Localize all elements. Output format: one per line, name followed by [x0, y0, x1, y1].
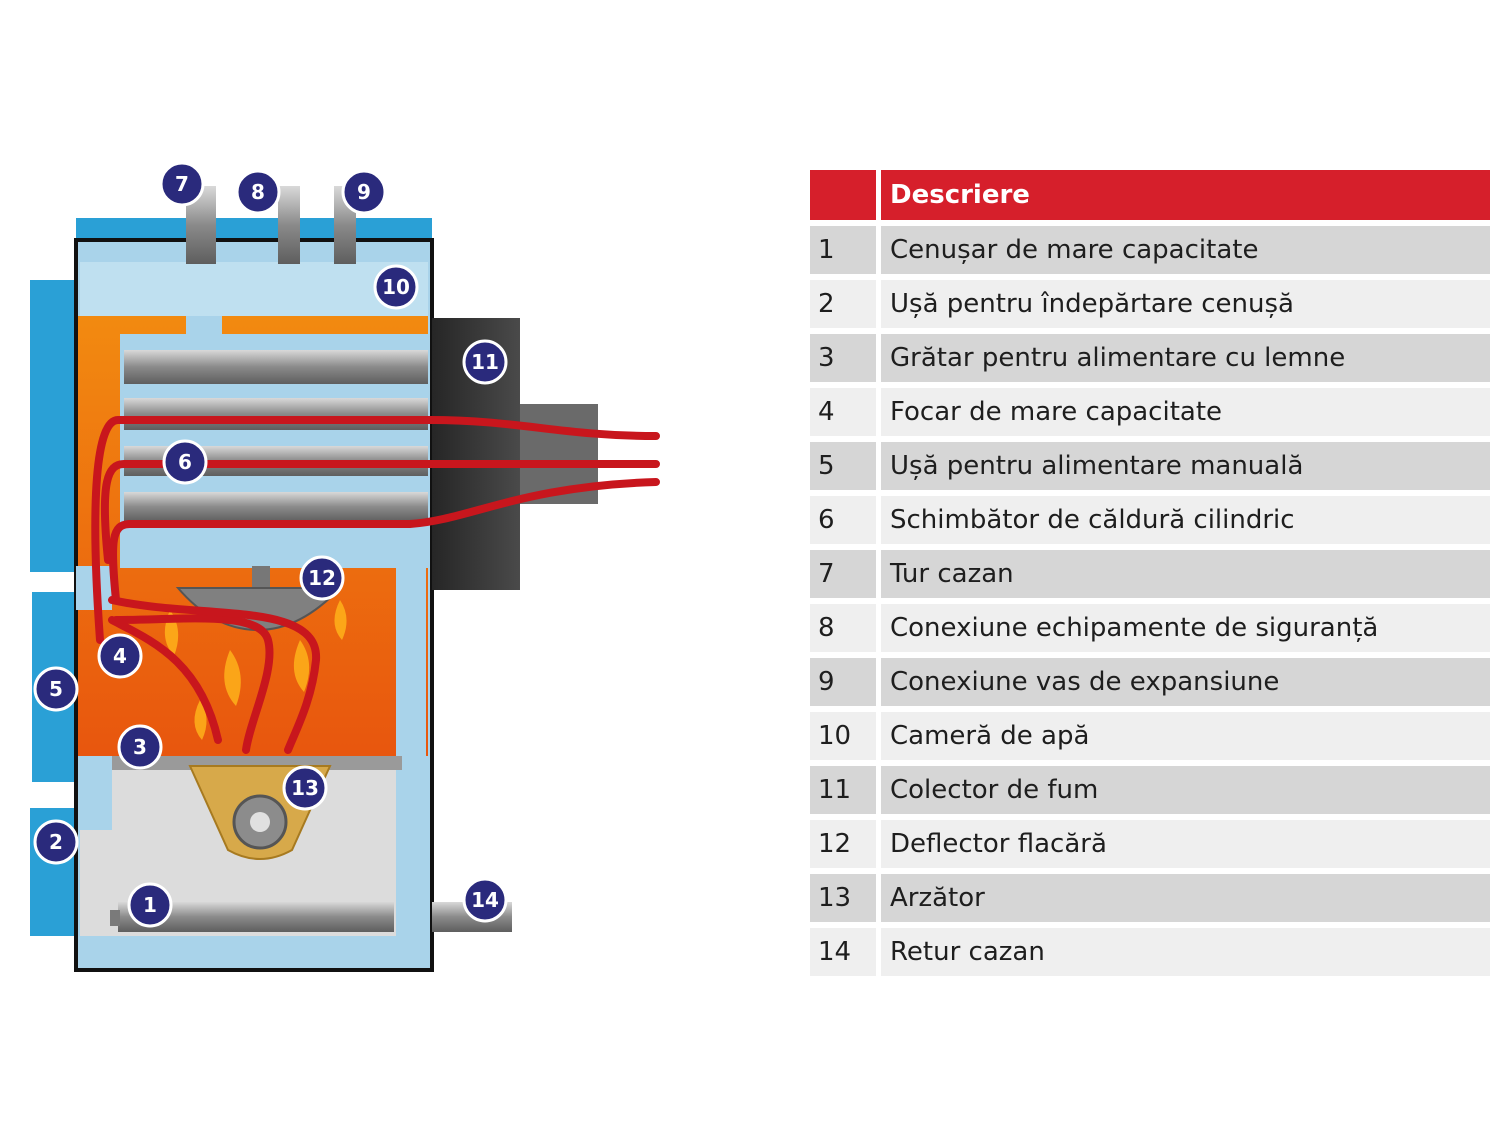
badge-11: 11	[462, 339, 508, 385]
badge-10: 10	[373, 264, 419, 310]
badge-4-label: 4	[113, 644, 127, 668]
legend-row-description: Retur cazan	[881, 928, 1490, 976]
legend-row-number: 1	[810, 226, 876, 274]
legend-row-number: 2	[810, 280, 876, 328]
badge-9: 9	[341, 169, 387, 215]
legend-row-description: Cenușar de mare capacitate	[881, 226, 1490, 274]
heat-exchanger-tubes	[124, 350, 428, 522]
legend-row-number: 10	[810, 712, 876, 760]
badge-4: 4	[97, 633, 143, 679]
badge-14-label: 14	[471, 888, 499, 912]
badge-3-label: 3	[133, 735, 147, 759]
badge-13: 13	[282, 765, 328, 811]
badge-8: 8	[235, 169, 281, 215]
badge-7-label: 7	[175, 172, 189, 196]
badge-14: 14	[462, 877, 508, 923]
badge-2-label: 2	[49, 830, 63, 854]
badge-9-label: 9	[357, 180, 371, 204]
badge-1-label: 1	[143, 893, 157, 917]
legend-header-num	[810, 170, 876, 220]
badge-11-label: 11	[471, 350, 499, 374]
legend-row-number: 7	[810, 550, 876, 598]
smoke-collector	[432, 318, 598, 590]
badge-3: 3	[117, 724, 163, 770]
legend-row-number: 4	[810, 388, 876, 436]
legend-row-number: 9	[810, 658, 876, 706]
badge-5: 5	[33, 666, 79, 712]
legend-row-description: Conexiune echipamente de siguranță	[881, 604, 1490, 652]
water-chamber	[80, 262, 428, 318]
legend-row-number: 5	[810, 442, 876, 490]
badge-6: 6	[162, 439, 208, 485]
legend-row-number: 12	[810, 820, 876, 868]
badge-7: 7	[159, 161, 205, 207]
badge-8-label: 8	[251, 180, 265, 204]
badge-6-label: 6	[178, 450, 192, 474]
boiler-diagram: 1 2 3 4 5 6 7 8 9 10 11 12	[30, 161, 660, 972]
legend-row-number: 8	[810, 604, 876, 652]
legend-row-description: Tur cazan	[881, 550, 1490, 598]
legend-header-desc: Descriere	[881, 170, 1490, 220]
legend-row-description: Conexiune vas de expansiune	[881, 658, 1490, 706]
legend-row-description: Ușă pentru alimentare manuală	[881, 442, 1490, 490]
legend-row-description: Focar de mare capacitate	[881, 388, 1490, 436]
legend-row-number: 3	[810, 334, 876, 382]
badge-12-label: 12	[308, 566, 336, 590]
safety-pipe	[278, 186, 300, 264]
badge-2: 2	[33, 819, 79, 865]
legend-row-number: 13	[810, 874, 876, 922]
badge-1: 1	[127, 882, 173, 928]
legend-row-number: 6	[810, 496, 876, 544]
badge-12: 12	[299, 555, 345, 601]
legend-row-description: Arzător	[881, 874, 1490, 922]
legend-row-number: 14	[810, 928, 876, 976]
legend-row-description: Colector de fum	[881, 766, 1490, 814]
badge-5-label: 5	[49, 677, 63, 701]
badge-10-label: 10	[382, 275, 410, 299]
legend-row-description: Grătar pentru alimentare cu lemne	[881, 334, 1490, 382]
flue-gas-path	[91, 416, 660, 754]
legend-row-description: Deflector flacără	[881, 820, 1490, 868]
legend-row-description: Ușă pentru îndepărtare cenușă	[881, 280, 1490, 328]
legend-row-number: 11	[810, 766, 876, 814]
legend-header: Descriere	[810, 170, 1490, 220]
legend-row-description: Cameră de apă	[881, 712, 1490, 760]
badge-13-label: 13	[291, 776, 319, 800]
legend-row-description: Schimbător de căldură cilindric	[881, 496, 1490, 544]
